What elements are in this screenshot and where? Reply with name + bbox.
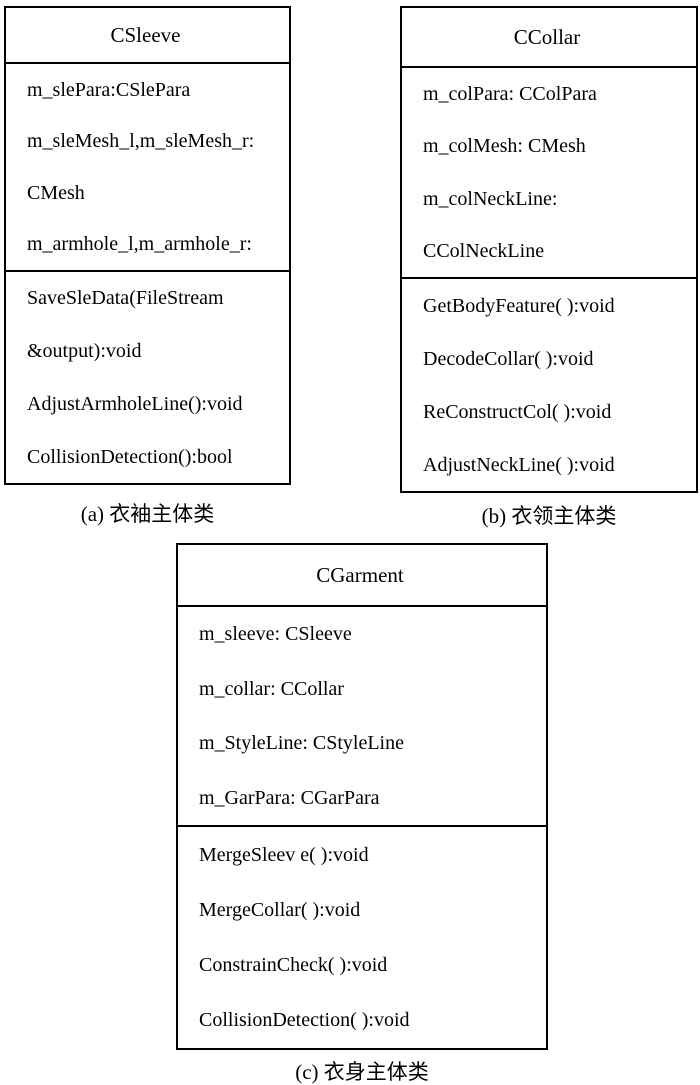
attributes-compartment: m_slePara:CSlePara m_sleMesh_l,m_sleMesh… (6, 64, 289, 272)
method-row: DecodeCollar( ):void (423, 347, 594, 370)
method-row: MergeCollar( ):void (199, 898, 361, 921)
attribute-row: m_sleMesh_l,m_sleMesh_r: (27, 130, 255, 153)
class-name: CGarment (316, 562, 404, 587)
attribute-row: CColNeckLine (423, 239, 545, 262)
methods-compartment: SaveSleData(FileStream &output):void Adj… (6, 272, 289, 483)
class-title-compartment: CCollar (402, 8, 696, 68)
method-row: ConstrainCheck( ):void (199, 954, 388, 977)
class-name: CSleeve (110, 22, 181, 47)
attribute-row: m_StyleLine: CStyleLine (199, 732, 404, 755)
method-row: GetBodyFeature( ):void (423, 294, 615, 317)
attribute-row: m_colPara: CColPara (423, 83, 597, 106)
method-row: ReConstructCol( ):void (423, 400, 612, 423)
method-row: AdjustNeckLine( ):void (423, 453, 615, 476)
figure-caption-a: (a) 衣袖主体类 (80, 502, 215, 526)
attribute-row: m_collar: CCollar (199, 677, 344, 700)
figure-caption-c: (c) 衣身主体类 (295, 1060, 429, 1084)
class-box-csleeve: CSleeve m_slePara:CSlePara m_sleMesh_l,m… (4, 6, 291, 485)
attribute-row: m_colNeckLine: (423, 187, 558, 210)
class-name: CCollar (513, 24, 581, 49)
attribute-row: m_GarPara: CGarPara (199, 786, 380, 809)
method-row: SaveSleData(FileStream (27, 287, 224, 310)
method-row: AdjustArmholeLine():void (27, 392, 243, 415)
class-box-ccollar: CCollar m_colPara: CColPara m_colMesh: C… (400, 6, 698, 493)
attributes-compartment: m_sleeve: CSleeve m_collar: CCollar m_St… (178, 607, 546, 827)
class-title-compartment: CSleeve (6, 8, 289, 64)
method-row: &output):void (27, 340, 142, 363)
method-row: MergeSleev e( ):void (199, 843, 369, 866)
method-row: CollisionDetection():bool (27, 445, 233, 468)
attribute-row: m_slePara:CSlePara (27, 78, 191, 101)
methods-compartment: GetBodyFeature( ):void DecodeCollar( ):v… (402, 279, 696, 491)
attribute-row: m_armhole_l,m_armhole_r: (27, 233, 252, 256)
figure-caption-b: (b) 衣领主体类 (481, 504, 617, 528)
class-title-compartment: CGarment (178, 545, 546, 607)
attribute-row: m_colMesh: CMesh (423, 135, 586, 158)
attributes-compartment: m_colPara: CColPara m_colMesh: CMesh m_c… (402, 68, 696, 279)
class-box-cgarment: CGarment m_sleeve: CSleeve m_collar: CCo… (176, 543, 548, 1050)
attribute-row: CMesh (27, 181, 85, 204)
attribute-row: m_sleeve: CSleeve (199, 623, 352, 646)
method-row: CollisionDetection( ):void (199, 1009, 410, 1032)
methods-compartment: MergeSleev e( ):void MergeCollar( ):void… (178, 827, 546, 1048)
